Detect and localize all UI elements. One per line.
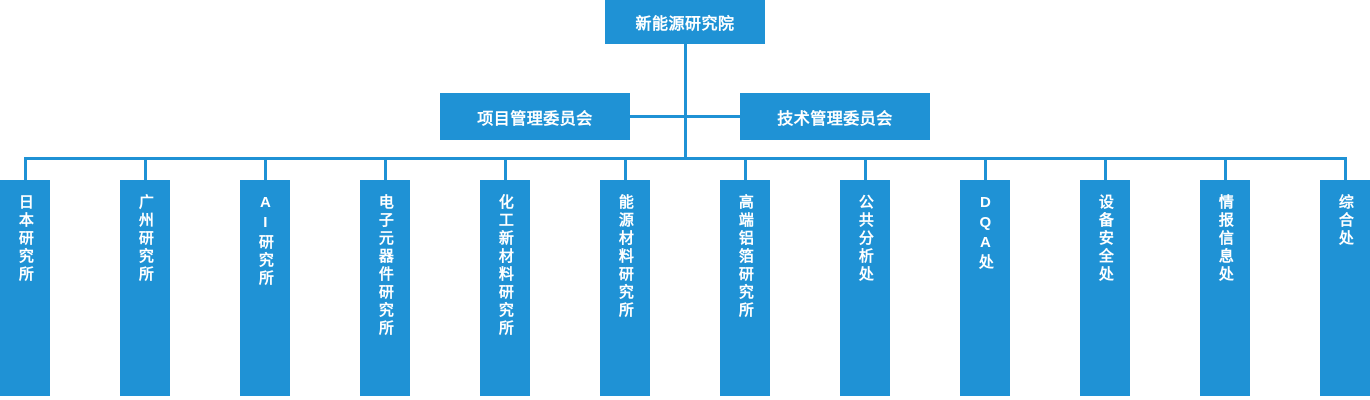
- node-department-label: 电子元器件研究所: [376, 194, 394, 338]
- connector-dept-stub-6: [624, 157, 627, 180]
- node-root[interactable]: 新能源研究院: [605, 0, 765, 44]
- node-department[interactable]: AI研究所: [240, 180, 290, 396]
- node-department-label: 化工新材料研究所: [496, 194, 514, 338]
- node-department-label: 情报信息处: [1216, 194, 1234, 284]
- node-department-label: 公共分析处: [856, 194, 874, 284]
- connector-dept-stub-7: [744, 157, 747, 180]
- connector-root-trunk: [684, 44, 687, 158]
- node-department-label: 综合处: [1336, 194, 1354, 248]
- node-committee-label: 项目管理委员会: [477, 110, 593, 128]
- node-department-label: 高端铝箔研究所: [736, 194, 754, 320]
- node-department[interactable]: 电子元器件研究所: [360, 180, 410, 396]
- connector-committee-bar: [630, 115, 740, 118]
- connector-dept-stub-8: [864, 157, 867, 180]
- node-department-label: DQA处: [976, 194, 994, 272]
- node-department[interactable]: 日本研究所: [0, 180, 50, 396]
- node-department[interactable]: 化工新材料研究所: [480, 180, 530, 396]
- connector-dept-stub-11: [1224, 157, 1227, 180]
- connector-dept-stub-5: [504, 157, 507, 180]
- connector-dept-stub-12: [1344, 157, 1347, 180]
- node-department[interactable]: 广州研究所: [120, 180, 170, 396]
- node-department[interactable]: 公共分析处: [840, 180, 890, 396]
- connector-dept-stub-9: [984, 157, 987, 180]
- node-department-label: 日本研究所: [16, 194, 34, 284]
- node-department[interactable]: 设备安全处: [1080, 180, 1130, 396]
- node-committee-label: 技术管理委员会: [777, 110, 893, 128]
- connector-dept-stub-2: [144, 157, 147, 180]
- node-department[interactable]: 情报信息处: [1200, 180, 1250, 396]
- connector-dept-stub-10: [1104, 157, 1107, 180]
- node-department-label: 能源材料研究所: [616, 194, 634, 320]
- connector-dept-stub-1: [24, 157, 27, 180]
- node-department[interactable]: 综合处: [1320, 180, 1370, 396]
- node-department-label: 设备安全处: [1096, 194, 1114, 284]
- connector-dept-stub-4: [384, 157, 387, 180]
- node-root-label: 新能源研究院: [635, 16, 735, 33]
- node-department[interactable]: 能源材料研究所: [600, 180, 650, 396]
- node-committee-technical-management[interactable]: 技术管理委员会: [740, 93, 930, 140]
- node-department[interactable]: 高端铝箔研究所: [720, 180, 770, 396]
- node-department-label: AI研究所: [256, 194, 274, 288]
- node-department[interactable]: DQA处: [960, 180, 1010, 396]
- connector-dept-stub-3: [264, 157, 267, 180]
- node-department-label: 广州研究所: [136, 194, 154, 284]
- connector-department-bus: [24, 157, 1346, 160]
- node-committee-project-management[interactable]: 项目管理委员会: [440, 93, 630, 140]
